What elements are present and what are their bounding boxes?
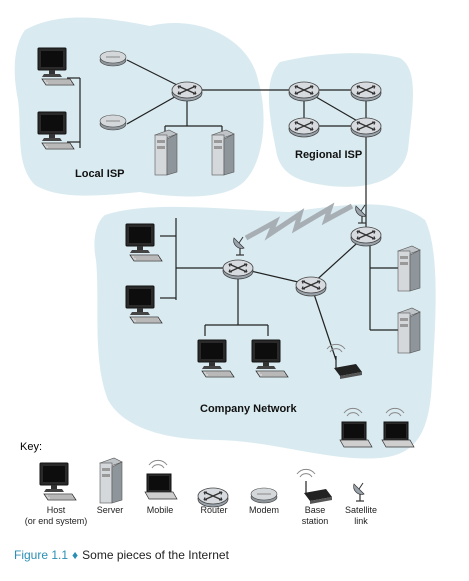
- router-icon: [350, 117, 382, 138]
- key-label-modem: Modem: [248, 505, 279, 515]
- caption-text: Some pieces of the Internet: [82, 548, 229, 562]
- server-icon: [211, 129, 235, 176]
- server-icon: [154, 129, 178, 176]
- satellite-dish-icon: [353, 482, 365, 502]
- caption-separator: ♦: [72, 548, 79, 562]
- router-icon: [350, 81, 382, 102]
- local-isp-label: Local ISP: [75, 168, 125, 180]
- key-label-mobile: Mobile: [146, 505, 174, 515]
- key-icons: [39, 457, 365, 508]
- regional-isp-region: [268, 53, 413, 187]
- key-label-satellite-link: Satellite link: [344, 505, 378, 526]
- server-icon: [397, 245, 421, 292]
- mobile-icon: [144, 459, 178, 500]
- figure-caption: Figure 1.1♦Some pieces of the Internet: [14, 548, 229, 562]
- router-icon: [171, 81, 203, 102]
- key-label-base-station: Base station: [301, 505, 329, 526]
- key-title: Key:: [20, 441, 43, 453]
- router-icon: [222, 259, 254, 280]
- router-icon: [350, 226, 382, 247]
- local-isp-region: [14, 17, 264, 197]
- satellite-link: [244, 202, 354, 241]
- modem-icon: [99, 114, 127, 131]
- router-icon: [295, 276, 327, 297]
- key-label-host: Host (or end system): [24, 505, 88, 526]
- regional-isp-label: Regional ISP: [295, 149, 363, 161]
- router-icon: [288, 81, 320, 102]
- company-network-label: Company Network: [200, 403, 297, 415]
- local-isp-links: [67, 59, 290, 148]
- host-icon: [39, 462, 77, 501]
- key-label-server: Server: [96, 505, 124, 515]
- router-icon: [288, 117, 320, 138]
- key-label-router: Router: [200, 505, 228, 515]
- modem-icon: [250, 487, 278, 504]
- base-station-icon: [296, 468, 333, 505]
- modem-icon: [99, 50, 127, 67]
- figure-number: Figure 1.1: [14, 548, 69, 562]
- server-icon: [99, 457, 123, 504]
- server-icon: [397, 307, 421, 354]
